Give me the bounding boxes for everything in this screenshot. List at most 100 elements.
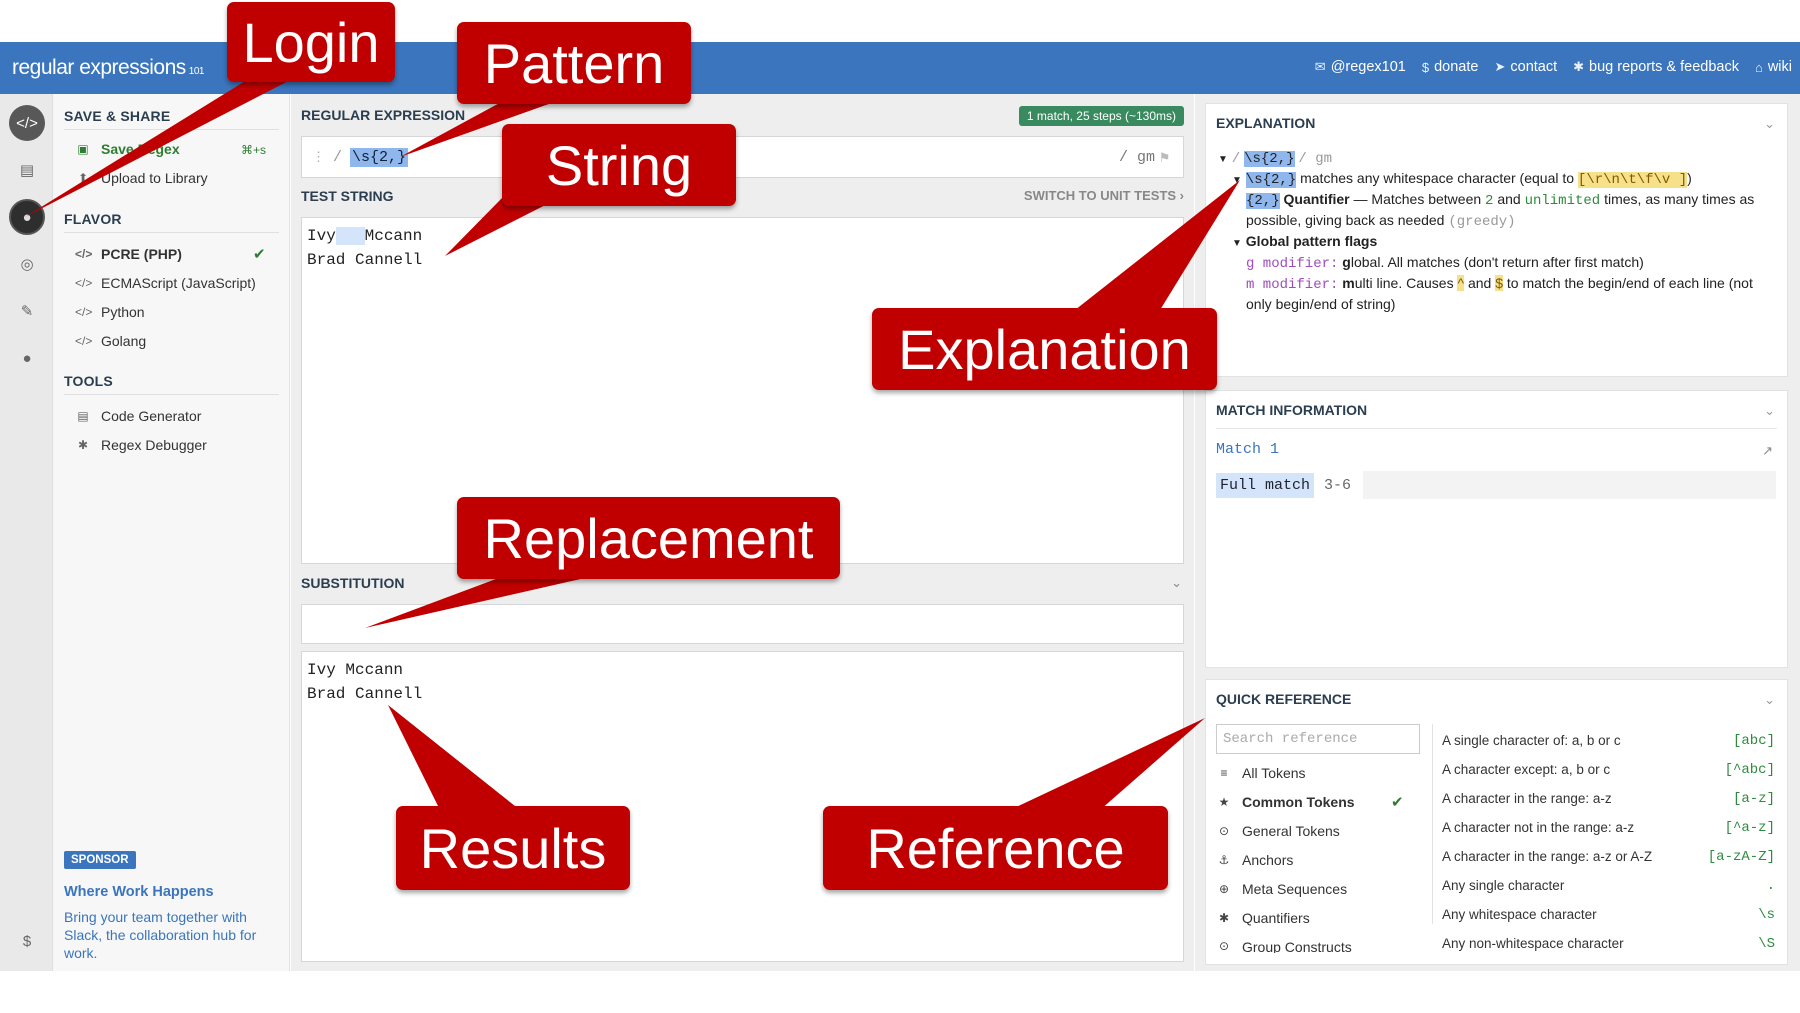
star-icon: ★ [1218,795,1230,809]
regex-flags-button[interactable]: / gm⚑ [1118,148,1169,167]
contact-link[interactable]: ➤contact [1494,59,1558,75]
avatar[interactable]: ● [9,199,45,235]
reference-entry-token[interactable]: [^a-z] [1724,820,1775,836]
logo-sub: 101 [188,66,205,77]
reference-pointer [1010,718,1205,810]
flavor-python[interactable]: </>Python [75,304,145,320]
reference-entry-token[interactable]: . [1766,878,1775,894]
regex-input[interactable]: ⋮ / \s{2,} / gm⚑ [301,136,1184,178]
wiki-link[interactable]: ⌂wiki [1754,59,1792,75]
reference-entry-desc[interactable]: A character in the range: a-z or A-Z [1442,849,1653,864]
reference-entry-desc[interactable]: Any whitespace character [1442,907,1597,922]
reference-entry-desc[interactable]: A character except: a, b or c [1442,762,1611,777]
quick-reference-heading: QUICK REFERENCE [1216,691,1352,707]
code-icon: </> [75,276,93,290]
category-group-constructs[interactable]: ⊙Group Constructs [1216,939,1352,953]
callout-pattern: Pattern [457,22,691,104]
callout-reference: Reference [823,806,1168,890]
category-common-tokens[interactable]: ★Common Tokens [1216,794,1355,810]
callout-explanation: Explanation [872,308,1217,390]
category-meta-sequences[interactable]: ⊕Meta Sequences [1216,881,1347,897]
bug-icon: ✱ [1573,59,1585,74]
chat-icon[interactable]: ● [22,349,32,367]
match-range: 3-6 [1324,476,1352,494]
match-highlight [335,227,365,245]
library-icon: ⌂ [1754,59,1763,75]
reference-entry-token[interactable]: \S [1758,936,1775,952]
icon-bar: </> ▤ ● ◎ ✎ ● $ [0,94,53,971]
file-code-icon: ▤ [77,409,89,423]
reference-entry-token[interactable]: [a-z] [1732,791,1775,807]
chevron-down-icon[interactable]: ⌄ [1171,575,1182,590]
upload-library-button[interactable]: ⬆Upload to Library [75,170,208,186]
reference-entry-desc[interactable]: A character in the range: a-z [1442,791,1612,806]
reference-entry-token[interactable]: \s [1758,907,1775,923]
flavor-ecmascript[interactable]: </>ECMAScript (JavaScript) [75,275,256,291]
code-icon[interactable]: </> [9,105,45,141]
donate-link[interactable]: $donate [1421,59,1479,75]
reference-search-input[interactable]: Search reference [1216,724,1420,754]
reference-entry-desc[interactable]: A character not in the range: a-z [1442,820,1635,835]
caret-down-icon[interactable]: ▼ [1232,238,1242,249]
right-panels: EXPLANATION ⌄ ▼ / \s{2,} / gm ▼ \s{2,} m… [1195,94,1800,971]
code-generator-button[interactable]: ▤Code Generator [75,408,201,424]
category-anchors[interactable]: ⚓Anchors [1216,852,1294,868]
sponsor-title[interactable]: Where Work Happens [64,884,214,900]
string-pointer [445,195,565,256]
divider [64,232,279,233]
full-match-label: Full match [1216,472,1315,498]
reference-entry-desc[interactable]: Any single character [1442,878,1565,893]
reference-entry-token[interactable]: [^abc] [1724,762,1775,778]
regex-value[interactable]: \s{2,} [350,147,409,167]
library-icon[interactable]: ▤ [19,162,35,179]
bug-reports-link[interactable]: ✱bug reports & feedback [1573,59,1739,75]
sponsor-badge: SPONSOR [64,851,136,869]
category-all-tokens[interactable]: ≡All Tokens [1216,765,1305,781]
flavor-heading: FLAVOR [64,211,122,227]
reference-entry-desc[interactable]: Any non-whitespace character [1442,936,1624,951]
drag-handle-icon[interactable]: ⋮ [312,149,325,165]
sponsor-text[interactable]: Bring your team together with Slack, the… [64,909,257,961]
substitution-input[interactable] [301,604,1184,644]
results-pointer [388,705,520,810]
switch-unit-tests-button[interactable]: SWITCH TO UNIT TESTS › [1023,188,1184,203]
reference-entry-token[interactable]: [abc] [1732,733,1775,749]
dollar-icon: $ [1421,59,1430,75]
logo-main: regular expressions [12,56,186,79]
dollar-icon[interactable]: $ [22,932,32,950]
save-share-heading: SAVE & SHARE [64,108,171,124]
chevron-down-icon[interactable]: ⌄ [1764,116,1775,131]
quick-reference-panel: QUICK REFERENCE ⌄ Search reference ≡All … [1205,679,1788,965]
regex-heading: REGULAR EXPRESSION [301,107,466,123]
regex-debugger-button[interactable]: ✱Regex Debugger [75,437,207,453]
explanation-panel: EXPLANATION ⌄ ▼ / \s{2,} / gm ▼ \s{2,} m… [1205,103,1788,377]
flavor-golang[interactable]: </>Golang [75,333,147,349]
twitter-link[interactable]: ✉@regex101 [1314,59,1406,75]
gamepad-icon[interactable]: ◎ [20,256,34,273]
callout-results: Results [396,806,630,890]
flavor-pcre[interactable]: </>PCRE (PHP) [75,246,182,262]
category-quantifiers[interactable]: ✱Quantifiers [1216,910,1310,926]
caret-down-icon[interactable]: ▼ [1218,154,1228,165]
external-link-icon[interactable]: ↗ [1762,443,1773,458]
wrench-icon[interactable]: ✎ [20,303,34,320]
group-icon: ⊙ [1218,939,1230,953]
globe-icon: ⊕ [1218,882,1230,896]
reference-entry-token[interactable]: [a-zA-Z] [1707,849,1775,865]
callout-string: String [502,124,736,206]
chevron-down-icon[interactable]: ⌄ [1764,403,1775,418]
save-shortcut: ⌘+s [241,143,267,157]
match-status-badge: 1 match, 25 steps (~130ms) [1018,106,1184,126]
anchor-icon: ⚓ [1218,853,1230,867]
pattern-pointer [400,100,560,157]
reference-entry-desc[interactable]: A single character of: a, b or c [1442,733,1621,748]
category-general-tokens[interactable]: ⊙General Tokens [1216,823,1340,839]
send-icon: ➤ [1494,59,1506,74]
sidebar: SAVE & SHARE ▣Save Regex ⌘+s ⬆Upload to … [53,94,290,971]
chevron-down-icon[interactable]: ⌄ [1764,692,1775,707]
replacement-pointer [365,570,620,628]
caret-down-icon[interactable]: ▼ [1232,175,1242,186]
flag-icon: ⚑ [1159,149,1169,167]
